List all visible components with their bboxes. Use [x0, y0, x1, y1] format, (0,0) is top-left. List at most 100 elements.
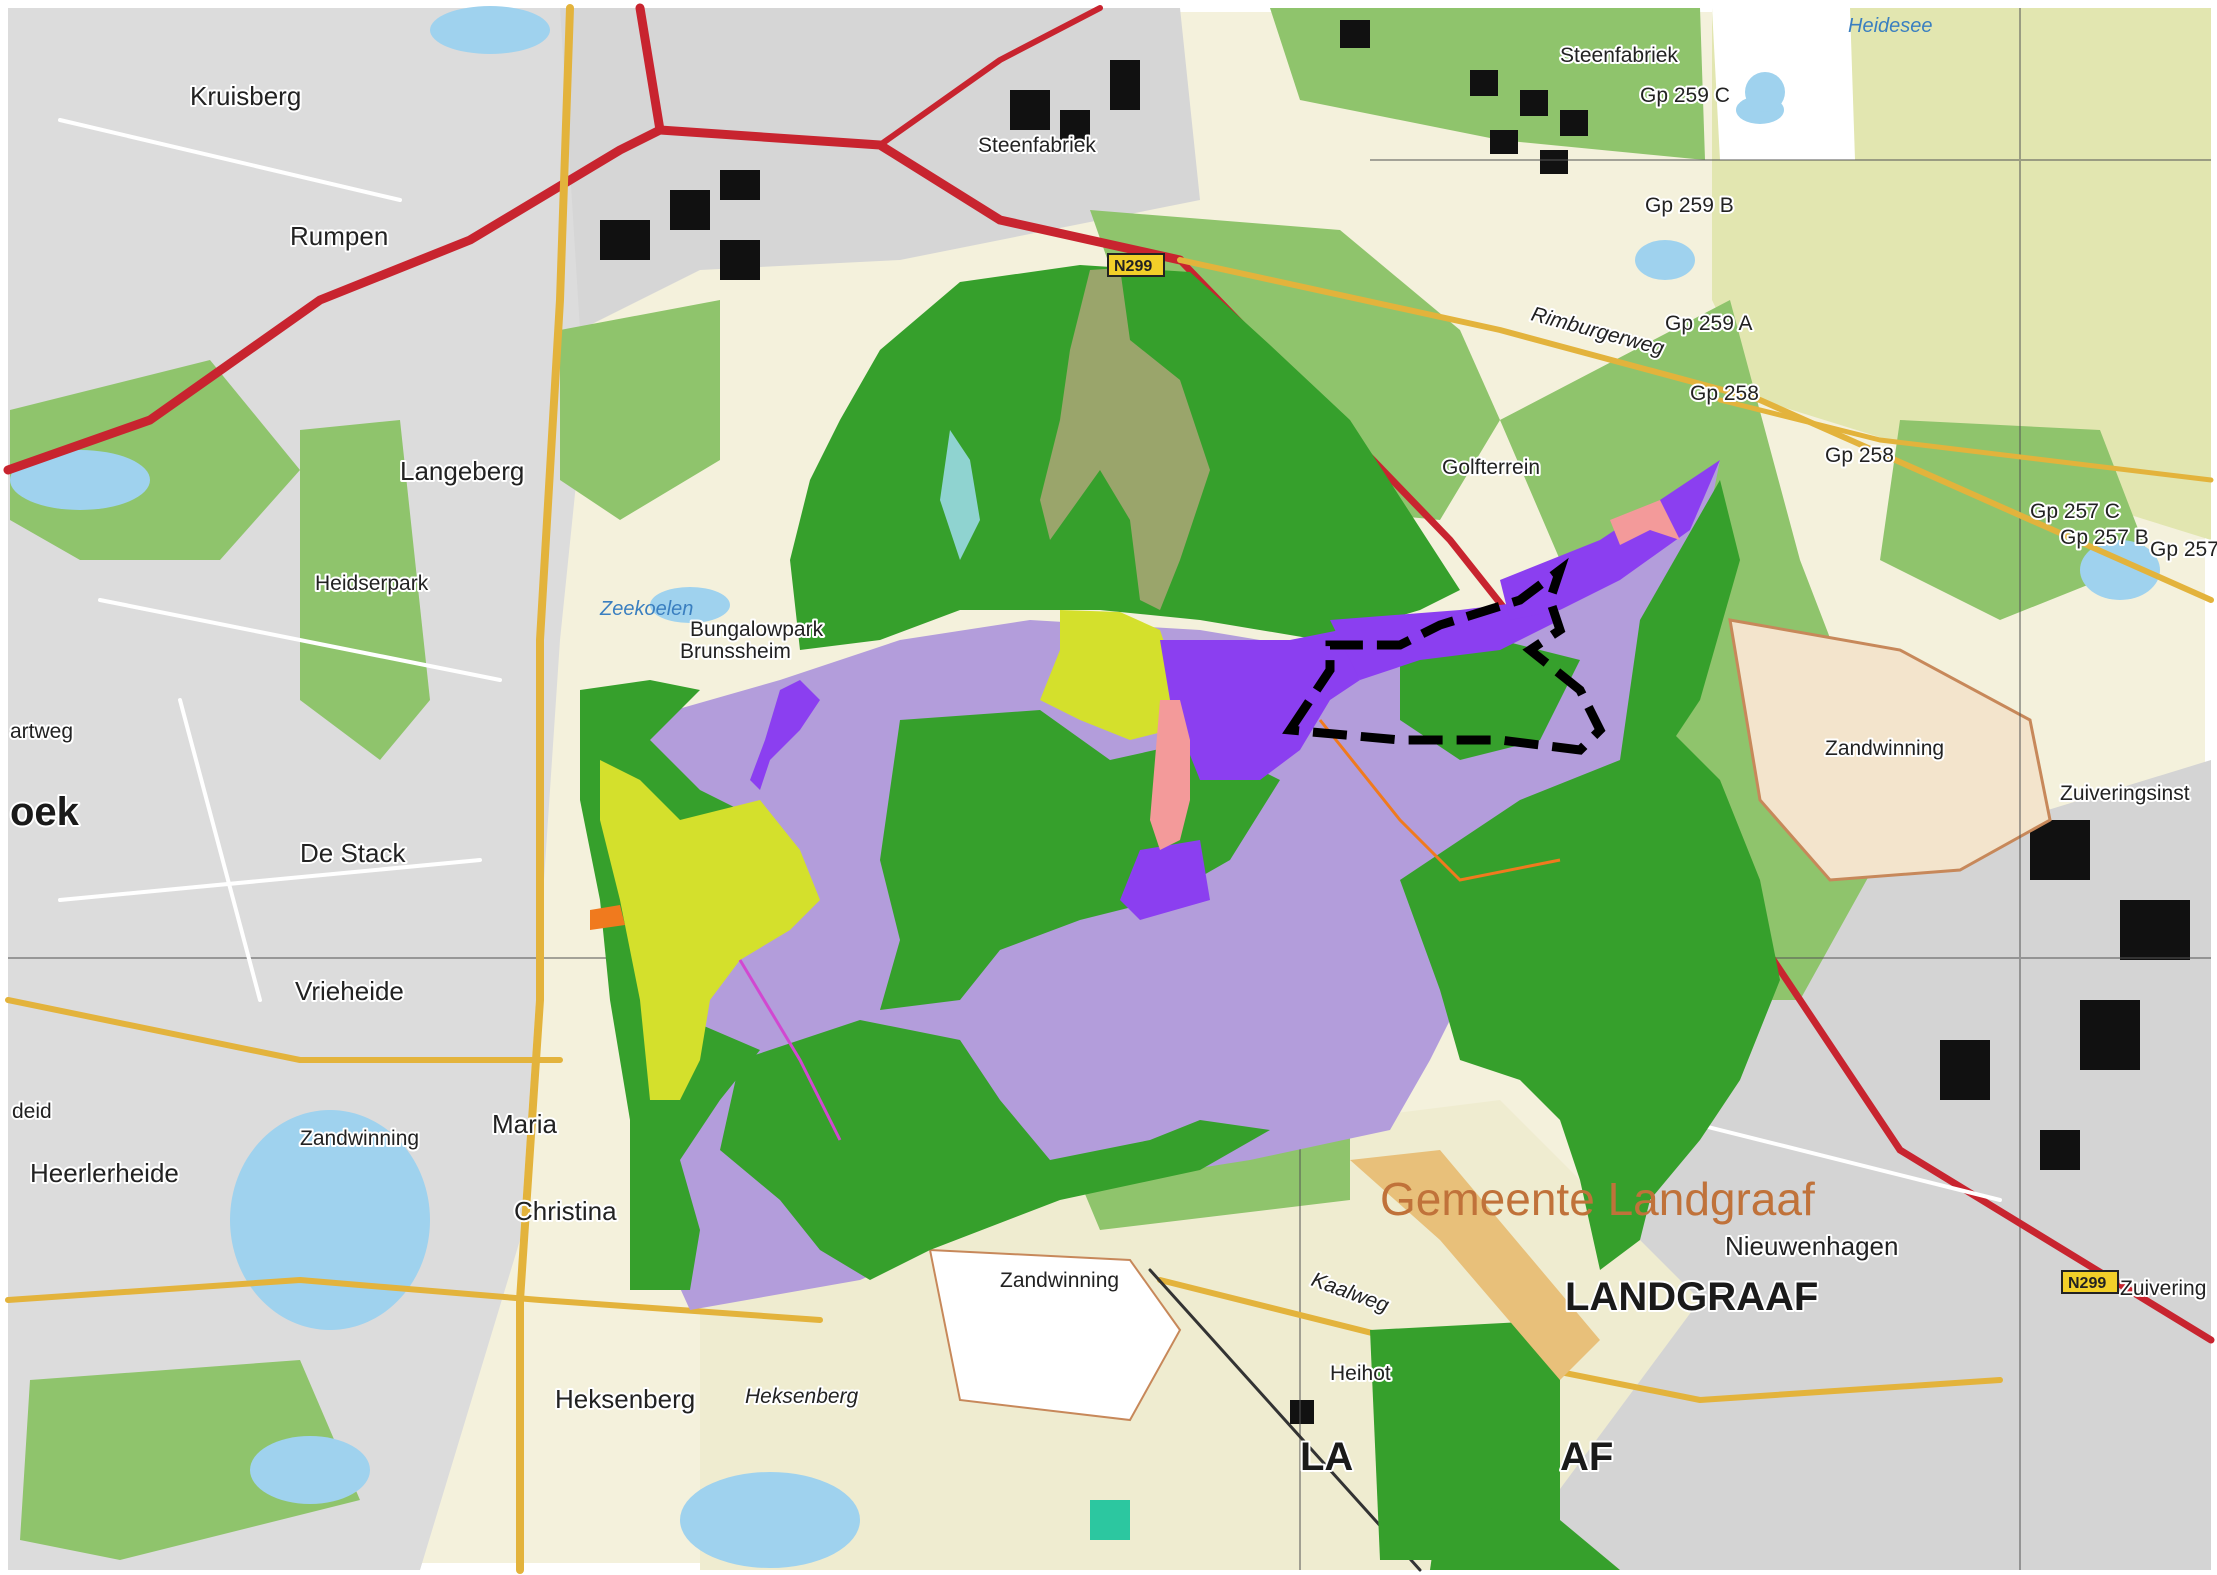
label-zeekoelen: Zeekoelen — [599, 598, 693, 620]
habitat-pink[interactable] — [1150, 700, 1190, 850]
label-kruisberg: Kruisberg — [190, 81, 301, 111]
road-rimburgerweg — [1177, 257, 2214, 603]
habitat-green-east-strip[interactable] — [1620, 480, 1740, 760]
lake-zandwinning-west — [230, 1110, 430, 1330]
place-labels: Kruisberg Rumpen Langeberg Heidserpark Z… — [8, 15, 2208, 1481]
habitat-purple-west-strip[interactable] — [750, 680, 820, 790]
habitat-lime-north[interactable] — [1040, 610, 1180, 740]
minor-road-2 — [98, 598, 502, 682]
label-zuiveringsinst: Zuiveringsinst — [2060, 782, 2190, 805]
label-bungalowpark: Bungalowpark — [690, 618, 824, 641]
label-artweg: artweg — [10, 720, 73, 743]
lake-east-1 — [1635, 240, 1695, 280]
building-blocks — [600, 20, 2190, 1424]
road-shield-n299-south-label: N299 — [2068, 1275, 2106, 1292]
building-16 — [1940, 1040, 1990, 1100]
building-13 — [720, 240, 760, 280]
lake-east-3 — [2080, 540, 2160, 600]
forest-patch-7 — [20, 1360, 360, 1560]
label-zandwinning-west: Zandwinning — [300, 1127, 419, 1150]
lake-northwest — [10, 450, 150, 510]
habitat-orange-small[interactable] — [590, 905, 625, 930]
label-steenfabriek: Steenfabriek — [978, 134, 1096, 157]
label-nieuwenhagen: Nieuwenhagen — [1725, 1231, 1898, 1261]
label-de-stack: De Stack — [300, 838, 406, 868]
habitat-purple-east[interactable] — [1330, 600, 1560, 680]
label-vrieheide: Vrieheide — [295, 976, 404, 1006]
trail-magenta — [738, 959, 842, 1141]
habitat-green-south-extension[interactable] — [1370, 1320, 1560, 1560]
label-heidesee: Heidesee — [1848, 15, 1933, 37]
label-landgraaf-south-left: LA — [1300, 1435, 1353, 1479]
label-zandwinning-east: Zandwinning — [1825, 737, 1944, 760]
building-2 — [1060, 110, 1090, 140]
minor-road-1 — [58, 118, 402, 202]
habitat-overlay[interactable] — [580, 265, 1780, 1570]
trail-orange — [1318, 719, 1561, 882]
label-maria: Maria — [492, 1109, 558, 1139]
building-19 — [1290, 1400, 1314, 1424]
label-golfterrein: Golfterrein — [1442, 456, 1540, 479]
building-10 — [600, 220, 650, 260]
habitat-tan-lobe[interactable] — [1350, 1150, 1600, 1380]
label-heerlerheide: Heerlerheide — [30, 1158, 179, 1188]
label-heidserpark: Heidserpark — [315, 572, 429, 595]
lake-southwest — [250, 1436, 370, 1504]
lake-south — [680, 1472, 860, 1568]
sand-extraction-south — [928, 1248, 1182, 1422]
railway — [1148, 1268, 1422, 1572]
forest-patch-3 — [10, 360, 300, 560]
road-main-east — [655, 125, 1185, 265]
open-white-area — [1712, 8, 1855, 160]
building-1 — [1010, 90, 1050, 130]
building-3 — [1110, 60, 1140, 110]
habitat-lime-west[interactable] — [600, 760, 820, 1100]
forest-patch-4 — [300, 420, 430, 760]
habitat-purple-south[interactable] — [1120, 840, 1210, 920]
marker-gp259a: Gp 259 A — [1665, 312, 1753, 335]
road-shield-n299-north: N299 — [1107, 253, 1165, 277]
habitat-green-south[interactable] — [720, 1020, 1270, 1280]
marker-gp259c: Gp 259 C — [1640, 84, 1730, 107]
road-shield-n299-north-label: N299 — [1114, 258, 1152, 275]
building-12 — [720, 170, 760, 200]
minor-roads — [58, 118, 2002, 1202]
label-zuivering: Zuivering — [2120, 1277, 2206, 1300]
habitat-olive[interactable] — [1040, 268, 1210, 610]
label-heksenberg-italic: Heksenberg — [745, 1385, 859, 1408]
minor-road-3 — [58, 858, 482, 902]
label-heksenberg: Heksenberg — [555, 1384, 695, 1414]
habitat-cyan[interactable] — [940, 430, 980, 560]
habitat-green-southeast[interactable] — [1400, 720, 1780, 1270]
building-4 — [1340, 20, 1370, 48]
label-gemeente: Gemeente Landgraaf — [1380, 1173, 1815, 1225]
habitat-teal-small[interactable] — [1090, 1500, 1130, 1540]
building-14 — [2030, 820, 2090, 880]
building-8 — [1490, 130, 1518, 154]
road-secondary-5 — [1717, 397, 2214, 483]
marker-gp257: Gp 257 — [2150, 538, 2217, 561]
building-7 — [1560, 110, 1588, 136]
label-rumpen: Rumpen — [290, 221, 388, 251]
road-secondary-2 — [5, 997, 563, 1063]
dashed-boundary[interactable] — [1282, 557, 1606, 755]
road-shield-n299-south: N299 — [2061, 1270, 2119, 1294]
habitat-purple-central[interactable] — [1160, 630, 1360, 780]
building-11 — [670, 190, 710, 230]
habitat-green-south-tail[interactable] — [1430, 1500, 1620, 1570]
marker-gp257b: Gp 257 B — [2060, 526, 2149, 549]
road-shield-n299-south-bg — [2061, 1270, 2119, 1294]
marker-gp258: Gp 258 — [1825, 444, 1894, 467]
label-heide-fragment: deid — [12, 1100, 52, 1123]
building-9 — [1540, 150, 1568, 174]
lake-north — [430, 6, 550, 54]
road-main-north — [877, 5, 1103, 148]
label-langeberg: Langeberg — [400, 456, 524, 486]
label-christina: Christina — [514, 1196, 617, 1226]
habitat-pink-northeast[interactable] — [1610, 500, 1680, 545]
lake-heidesee — [1745, 72, 1785, 112]
building-15 — [2080, 1000, 2140, 1070]
habitat-green-east-patch[interactable] — [1400, 640, 1580, 760]
label-brunssheim: Brunssheim — [680, 640, 791, 663]
